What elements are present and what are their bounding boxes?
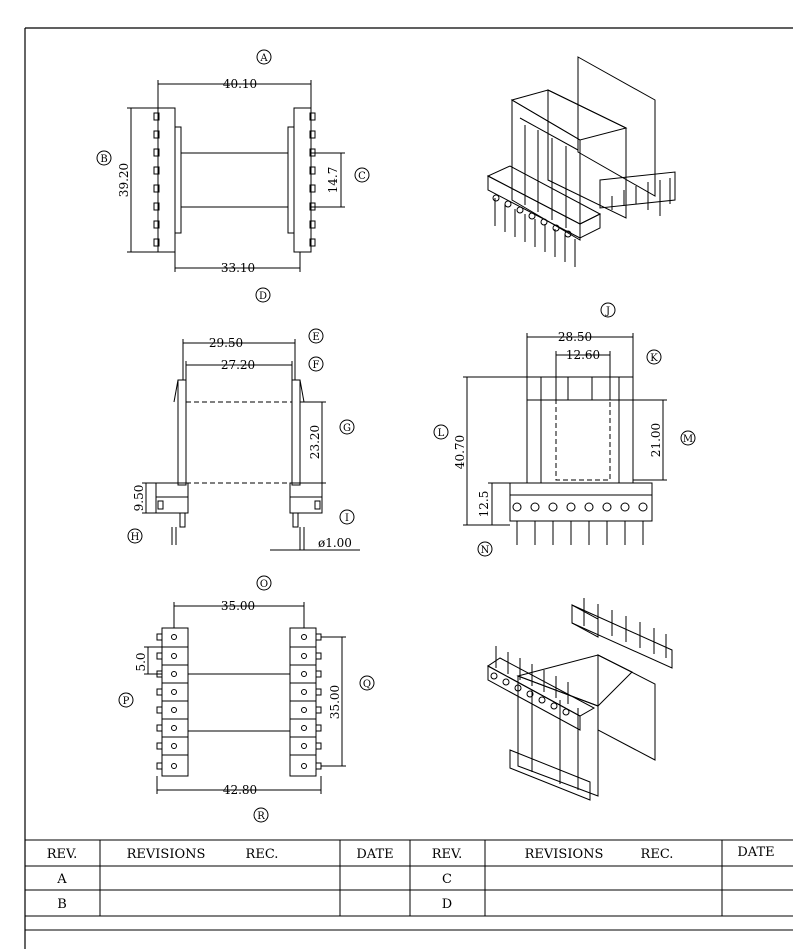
table-header-revisions-2: REVISIONS bbox=[525, 847, 604, 862]
table-row-d-rev: D bbox=[442, 897, 452, 912]
isometric-top-pins bbox=[494, 178, 671, 267]
dim-top-inner-gap: 14.7 bbox=[326, 167, 340, 194]
side-view-pins bbox=[512, 502, 648, 545]
dim-bottom-pitch: 5.0 bbox=[134, 652, 148, 671]
isometric-bottom-pins bbox=[495, 598, 667, 704]
svg-text:A: A bbox=[259, 53, 268, 64]
isometric-view-bottom bbox=[487, 598, 673, 801]
callout-a: A bbox=[256, 49, 272, 65]
callout-q: Q bbox=[359, 675, 375, 691]
callout-e: E bbox=[308, 328, 324, 344]
table-row-b-rev: B bbox=[57, 897, 67, 912]
bottom-view-pin-rows bbox=[156, 633, 322, 770]
callout-g: G bbox=[339, 419, 355, 435]
bottom-view bbox=[144, 602, 346, 794]
callout-o: O bbox=[256, 575, 272, 591]
callout-m: M bbox=[680, 430, 696, 446]
callout-j: J bbox=[600, 302, 616, 318]
svg-text:B: B bbox=[100, 154, 107, 165]
callout-p: P bbox=[118, 692, 134, 708]
svg-text:K: K bbox=[650, 353, 658, 364]
dim-front-window-height: 23.20 bbox=[308, 425, 322, 459]
dim-front-pin-dia: ø1.00 bbox=[318, 536, 352, 550]
callout-h: H bbox=[127, 528, 143, 544]
top-view-pins bbox=[153, 112, 316, 247]
dim-front-outer-width: 29.50 bbox=[209, 336, 243, 350]
svg-text:D: D bbox=[259, 291, 267, 302]
dim-side-core-width: 12.60 bbox=[566, 348, 600, 362]
dim-side-base-height: 12.5 bbox=[477, 491, 491, 518]
callout-d: D bbox=[255, 287, 271, 303]
dim-bottom-row-length: 35.00 bbox=[328, 685, 342, 719]
front-view bbox=[142, 339, 360, 551]
top-view bbox=[127, 80, 345, 272]
revision-table bbox=[25, 839, 793, 917]
svg-text:P: P bbox=[123, 696, 130, 707]
table-row-c-rev: C bbox=[442, 872, 452, 887]
side-view bbox=[463, 333, 667, 545]
svg-text:L: L bbox=[438, 428, 445, 439]
svg-text:E: E bbox=[312, 332, 319, 343]
svg-text:N: N bbox=[481, 545, 490, 556]
table-header-revisions-1: REVISIONS bbox=[127, 847, 206, 862]
dim-bottom-overall-width: 42.80 bbox=[223, 783, 257, 797]
svg-text:J: J bbox=[605, 306, 610, 317]
table-header-date-1: DATE bbox=[356, 847, 393, 862]
dim-bottom-pin-span: 35.00 bbox=[221, 599, 255, 613]
dim-side-core-height: 21.00 bbox=[649, 423, 663, 457]
callout-n: N bbox=[477, 541, 493, 557]
dim-front-base-height: 9.50 bbox=[132, 485, 146, 512]
table-header-date-2: DATE bbox=[737, 845, 774, 860]
dim-side-outer-width: 28.50 bbox=[558, 330, 592, 344]
table-row-a-rev: A bbox=[56, 872, 67, 887]
svg-text:G: G bbox=[343, 423, 351, 434]
callout-c: C bbox=[354, 167, 370, 183]
callout-r: R bbox=[253, 807, 269, 823]
dim-top-bottom-width: 33.10 bbox=[221, 261, 255, 275]
isometric-view-top bbox=[486, 56, 676, 267]
callout-l: L bbox=[433, 424, 449, 440]
dim-side-overall-height: 40.70 bbox=[453, 435, 467, 469]
dim-top-overall-width: 40.10 bbox=[223, 77, 257, 91]
table-header-rec-1: REC. bbox=[246, 847, 279, 862]
callout-b: B bbox=[96, 150, 112, 166]
svg-text:C: C bbox=[358, 171, 366, 182]
svg-text:F: F bbox=[313, 360, 320, 371]
table-header-rev-2: REV. bbox=[432, 847, 463, 862]
svg-text:Q: Q bbox=[363, 679, 371, 690]
table-header-rec-2: REC. bbox=[641, 847, 674, 862]
svg-text:M: M bbox=[683, 434, 693, 445]
dim-front-inner-width: 27.20 bbox=[221, 358, 255, 372]
dim-top-height: 39.20 bbox=[117, 163, 131, 197]
callout-k: K bbox=[646, 349, 662, 365]
svg-text:O: O bbox=[260, 579, 268, 590]
callout-f: F bbox=[308, 356, 324, 372]
svg-text:R: R bbox=[257, 811, 265, 822]
table-header-rev-1: REV. bbox=[47, 847, 78, 862]
svg-text:H: H bbox=[131, 532, 140, 543]
svg-text:I: I bbox=[345, 513, 349, 524]
callout-i: I bbox=[339, 509, 355, 525]
